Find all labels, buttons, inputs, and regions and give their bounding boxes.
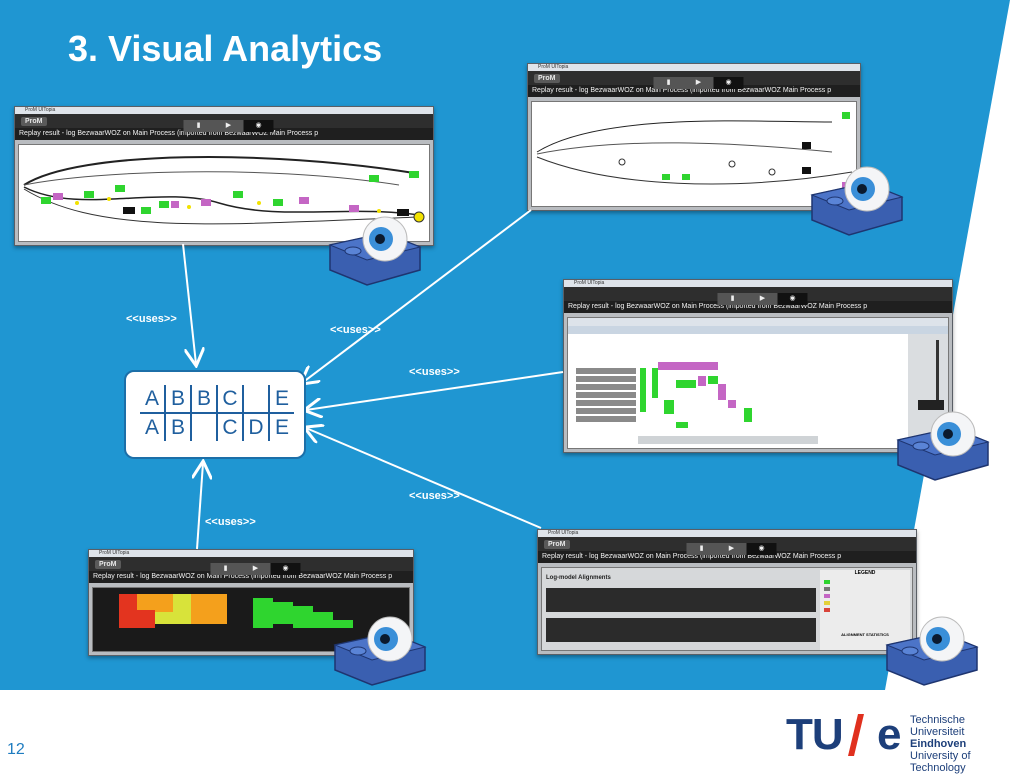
views-tab: ◉ — [270, 563, 301, 575]
views-tab: ◉ — [746, 543, 777, 555]
uses-label: <<uses>> — [409, 490, 460, 502]
arrow-icon — [302, 209, 532, 383]
replay-header: Replay result - log BezwaarWOZ on Main P… — [15, 128, 433, 140]
actions-tab: ▶ — [716, 543, 747, 555]
window-titlebar: ProM UITopia — [89, 550, 413, 557]
tue-logo-line3: University of Technology — [910, 750, 971, 774]
align-top-cell: A — [140, 385, 165, 414]
workspace-tab: ▮ — [686, 543, 717, 555]
actions-tab: ▶ — [683, 77, 714, 89]
lego-eye-icon — [885, 616, 979, 686]
align-top-cell: C — [216, 385, 243, 414]
view-mode-tabs[interactable]: ▮▶◉ — [210, 557, 301, 575]
replay-window-top-left[interactable]: ProM UITopia ProM ▮▶◉ Replay result - lo… — [14, 106, 434, 246]
arrow-icon — [182, 243, 196, 364]
workspace-tab: ▮ — [717, 293, 748, 305]
align-bottom-cell: E — [268, 413, 294, 441]
lego-eye-icon — [333, 616, 427, 686]
prom-logo: ProM — [21, 117, 47, 126]
log-model-alignments-window[interactable]: ProM UITopia ProM ▮▶◉ Replay result - lo… — [537, 529, 917, 655]
align-top-cell: B — [164, 385, 191, 414]
activity-heatmap — [119, 594, 353, 628]
window-titlebar: ProM UITopia — [538, 530, 916, 537]
process-model-graph — [23, 156, 425, 225]
arrow-icon — [306, 371, 564, 410]
tue-logo-slash — [848, 714, 864, 756]
log-model-alignments-title: Log-model Alignments — [546, 575, 611, 581]
alignment-case-2[interactable] — [546, 618, 816, 642]
lego-eye-icon — [810, 166, 904, 236]
view-mode-tabs[interactable]: ▮▶◉ — [717, 287, 808, 305]
trace-alignment-window[interactable]: ProM UITopia ▮▶◉ Replay result - log Bez… — [563, 279, 953, 453]
views-tab: ◉ — [777, 293, 808, 305]
lego-eye-icon — [328, 216, 422, 286]
workspace-tab: ▮ — [653, 77, 684, 89]
legend-title: LEGEND — [854, 570, 876, 576]
petri-net-view[interactable] — [18, 144, 430, 242]
arrow-icon — [197, 463, 203, 550]
view-mode-tabs[interactable]: ▮▶◉ — [653, 71, 744, 89]
slide-title: 3. Visual Analytics — [68, 28, 383, 69]
tue-logo-line2: Eindhoven — [910, 738, 967, 750]
uses-label: <<uses>> — [330, 324, 381, 336]
arrow-icon — [306, 428, 542, 529]
view-mode-tabs[interactable]: ▮▶◉ — [183, 114, 274, 132]
tue-logo-line1: Technische Universiteit — [910, 714, 966, 738]
uses-label: <<uses>> — [126, 313, 177, 325]
actions-tab: ▶ — [240, 563, 271, 575]
prom-logo: ProM — [544, 540, 570, 549]
trace-alignment-view[interactable] — [567, 317, 949, 449]
legend-panel: LEGEND ALIGNMENT STATISTICS — [820, 570, 910, 650]
alignment-box: A B B C E A B C D E — [124, 370, 306, 459]
views-tab: ◉ — [713, 77, 744, 89]
views-tab: ◉ — [243, 120, 274, 132]
actions-tab: ▶ — [747, 293, 778, 305]
prom-toolbar: ▮▶◉ — [564, 287, 952, 305]
align-bottom-cell: C — [216, 413, 243, 441]
dotted-chart-window[interactable]: ProM UITopia ProM ▮▶◉ Replay result - lo… — [88, 549, 414, 656]
workspace-tab: ▮ — [210, 563, 241, 575]
uses-label: <<uses>> — [409, 366, 460, 378]
window-titlebar: ProM UITopia — [15, 107, 433, 114]
workspace-tab: ▮ — [183, 120, 214, 132]
align-bottom-cell — [190, 413, 217, 441]
prom-toolbar: ProM ▮▶◉ — [538, 537, 916, 555]
tue-logo: TU e Technische Universiteit Eindhoven U… — [782, 710, 1018, 774]
replay-header: Replay result - log BezwaarWOZ on Main P… — [528, 85, 860, 97]
petri-net-view[interactable] — [531, 101, 857, 207]
actions-tab: ▶ — [213, 120, 244, 132]
page-number: 12 — [7, 741, 25, 758]
alignment-table: A B B C E A B C D E — [140, 385, 294, 441]
align-top-cell — [242, 385, 269, 414]
prom-toolbar: ProM ▮▶◉ — [89, 557, 413, 575]
replay-header: Replay result - log BezwaarWOZ on Main P… — [89, 571, 413, 583]
tue-logo-text: Technische Universiteit Eindhoven Univer… — [910, 714, 1018, 774]
lego-eye-icon — [896, 411, 990, 481]
process-model-graph — [536, 112, 853, 188]
align-bottom-cell: D — [242, 413, 269, 441]
tue-logo-e: e — [877, 710, 902, 759]
uses-label: <<uses>> — [205, 516, 256, 528]
align-top-cell: E — [268, 385, 294, 414]
replay-header: Replay result - log BezwaarWOZ on Main P… — [564, 301, 952, 313]
alignments-view[interactable]: Log-model Alignments LEGEND ALIGNMENT ST… — [541, 567, 913, 651]
view-mode-tabs[interactable]: ▮▶◉ — [686, 537, 777, 555]
prom-toolbar: ProM ▮▶◉ — [528, 71, 860, 89]
replay-window-top-right[interactable]: ProM UITopia ProM ▮▶◉ Replay result - lo… — [527, 63, 861, 211]
trace-alignment-grid — [568, 318, 948, 448]
tue-logo-tu: TU — [786, 710, 844, 759]
prom-toolbar: ProM ▮▶◉ — [15, 114, 433, 132]
prom-logo: ProM — [95, 560, 121, 569]
replay-header: Replay result - log BezwaarWOZ on Main P… — [538, 551, 916, 563]
align-bottom-cell: B — [164, 413, 191, 441]
align-top-cell: B — [190, 385, 217, 414]
alignment-statistics-title: ALIGNMENT STATISTICS — [841, 632, 889, 637]
prom-logo: ProM — [534, 74, 560, 83]
window-titlebar: ProM UITopia — [528, 64, 860, 71]
align-bottom-cell: A — [144, 416, 159, 439]
alignment-case-1[interactable] — [546, 588, 816, 612]
window-titlebar: ProM UITopia — [564, 280, 952, 287]
